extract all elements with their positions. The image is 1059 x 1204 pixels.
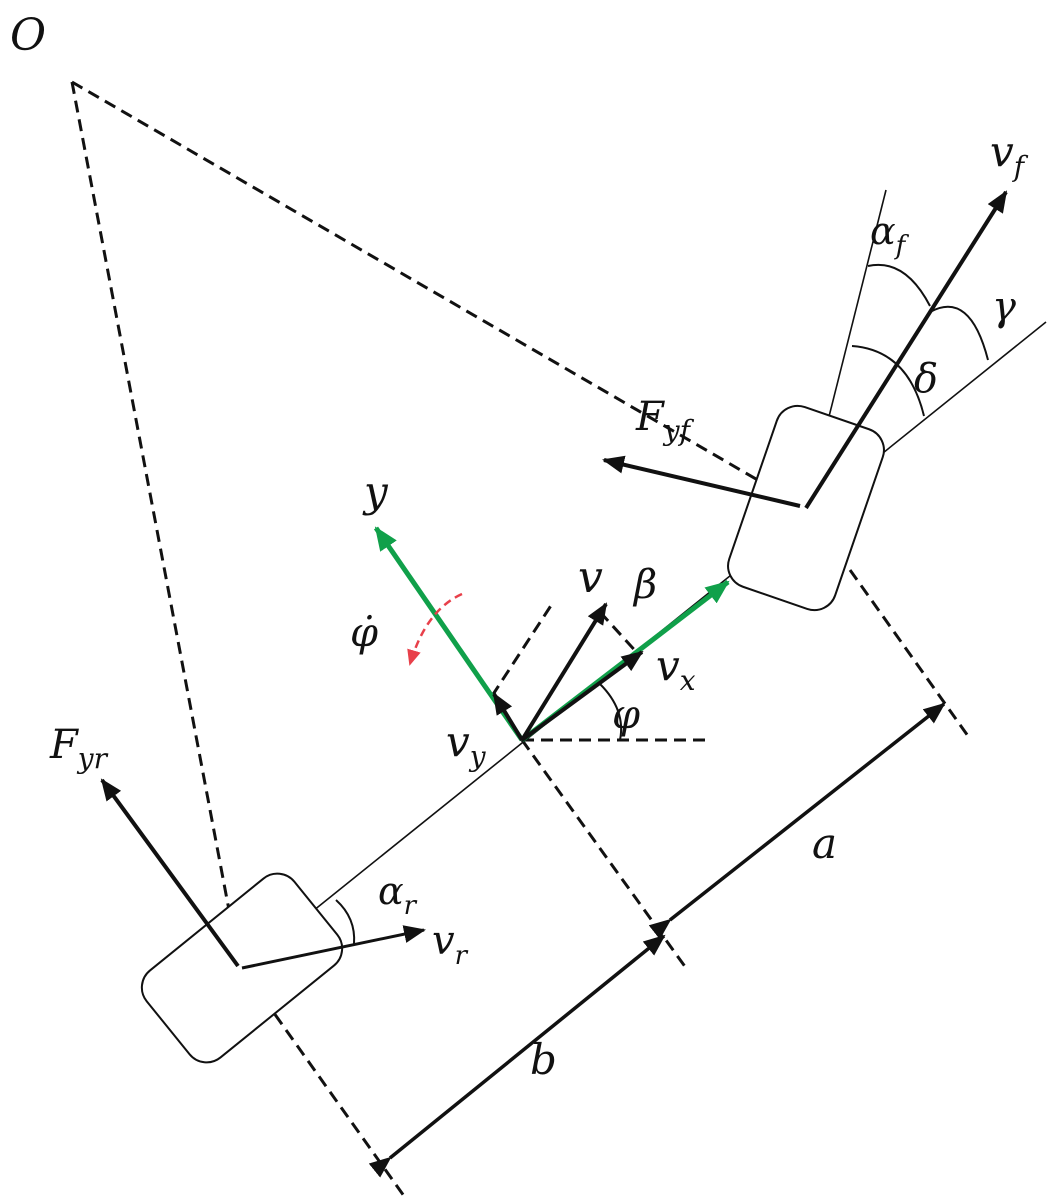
front-velocity-label: vf <box>990 127 1029 183</box>
dimension-b <box>368 934 666 1178</box>
dimension-a-line <box>648 702 946 940</box>
rear-slip-angle-arc <box>335 899 356 945</box>
vx-arrow <box>520 650 644 742</box>
body-y-label: y <box>362 467 389 516</box>
velocity-rect-right <box>598 610 642 658</box>
front-slip-angle-label: αf <box>870 209 910 261</box>
yaw-rate-label: φ̇ <box>350 610 378 656</box>
front-angle-arcs <box>851 263 989 417</box>
front-lateral-force-arrow <box>602 455 801 508</box>
rear-force-label: Fyr <box>49 722 109 775</box>
delta-arc <box>851 345 925 417</box>
body-y-axis-arrow <box>373 526 525 742</box>
delta-label: δ <box>914 356 938 402</box>
yaw-rate-arrow <box>407 592 463 666</box>
rear-lateral-force-arrow <box>100 778 240 968</box>
dimension-b-line <box>368 934 666 1178</box>
vx-label: vx <box>656 641 696 697</box>
cg-perp <box>520 739 688 969</box>
line-o-to-rear-axle <box>70 81 242 969</box>
rear-velocity-label: vr <box>432 918 469 971</box>
origin-label: O <box>10 10 46 61</box>
vy-arrow <box>492 692 524 742</box>
gamma-label: γ <box>992 284 1016 330</box>
front-velocity-arrow <box>804 190 1008 510</box>
gamma-arc <box>929 305 989 361</box>
dist-b-label: b <box>530 1035 557 1084</box>
yaw-angle-arc <box>599 683 623 741</box>
velocity-label: v <box>578 552 603 603</box>
dist-a-label: a <box>812 819 837 868</box>
beta-label: β <box>632 562 657 608</box>
alpha-f-arc <box>867 263 931 307</box>
dimension-a <box>648 702 946 940</box>
instant-center-lines <box>70 80 807 969</box>
yaw-label: φ <box>612 692 640 738</box>
line-o-to-front-axle <box>71 80 807 510</box>
front-force-label: Fyf <box>635 394 695 447</box>
velocity-arrow <box>520 602 608 742</box>
vy-label: vy <box>446 717 487 773</box>
rear-slip-angle-label: αr <box>378 869 418 921</box>
velocity-rect-top <box>490 603 554 697</box>
